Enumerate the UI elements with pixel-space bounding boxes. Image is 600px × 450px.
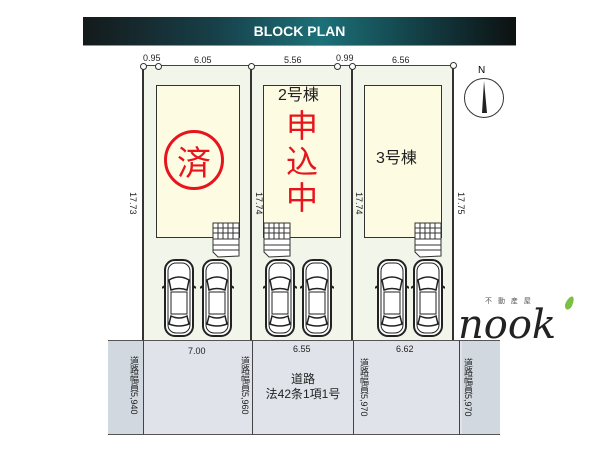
boundary-marker <box>140 63 147 70</box>
boundary-marker <box>248 63 255 70</box>
road-divider <box>353 340 354 435</box>
road-width: 道路幅員5,960 <box>240 356 250 415</box>
dim-top: 5.56 <box>284 55 302 65</box>
car-icon <box>374 258 410 338</box>
road-label: 道路 法42条1項1号 <box>253 372 353 402</box>
dim-top: 0.95 <box>143 53 161 63</box>
car-icon <box>410 258 446 338</box>
road-law: 法42条1項1号 <box>265 387 341 401</box>
frontage-dim: 6.55 <box>293 344 311 354</box>
frontage-dim: 6.62 <box>396 344 414 354</box>
road-divider <box>459 340 460 435</box>
dim-side: 17.73 <box>128 192 138 215</box>
dim-top: 0.99 <box>336 53 354 63</box>
building-2-label: 2号棟 <box>278 87 319 104</box>
dim-side: 17.74 <box>354 192 364 215</box>
road-width: 道路幅員5,940 <box>129 356 139 415</box>
building-3-label: 3号棟 <box>376 150 417 167</box>
building-3 <box>364 85 442 238</box>
stairs-icon <box>414 222 442 258</box>
application-pending-stamp: 申込中 <box>286 107 319 217</box>
dim-top: 6.05 <box>194 55 212 65</box>
road-width: 道路幅員5,970 <box>463 358 473 417</box>
car-icon <box>262 258 298 338</box>
dim-top: 6.56 <box>392 55 410 65</box>
boundary-marker <box>334 63 341 70</box>
road-side-strip <box>462 341 500 434</box>
dim-side: 17.75 <box>456 192 466 215</box>
road-width: 道路幅員5,970 <box>359 358 369 417</box>
sold-stamp-text: 済 <box>177 143 211 184</box>
car-icon <box>199 258 235 338</box>
sold-stamp: 済 <box>164 130 224 190</box>
road-side-strip <box>108 341 143 434</box>
stairs-icon <box>212 222 240 258</box>
building-2 <box>263 85 341 238</box>
title-banner: BLOCK PLAN <box>83 17 516 46</box>
dim-side: 17.74 <box>254 192 264 215</box>
leaf-icon <box>563 295 576 311</box>
car-icon <box>299 258 335 338</box>
frontage-dim: 7.00 <box>188 346 206 356</box>
logo-name: nook <box>458 302 557 348</box>
compass-north: N <box>478 65 486 76</box>
page-title: BLOCK PLAN <box>253 23 346 39</box>
road-title: 道路 <box>290 372 315 386</box>
road-divider <box>252 340 253 435</box>
road <box>108 340 500 435</box>
boundary-marker <box>450 62 457 69</box>
boundary-marker <box>349 63 356 70</box>
boundary-marker <box>155 63 162 70</box>
compass-icon <box>464 78 504 118</box>
road-divider <box>143 340 144 435</box>
stairs-icon <box>263 222 291 258</box>
logo-subtitle: 不 動 産 屋 <box>485 298 533 305</box>
car-icon <box>161 258 197 338</box>
